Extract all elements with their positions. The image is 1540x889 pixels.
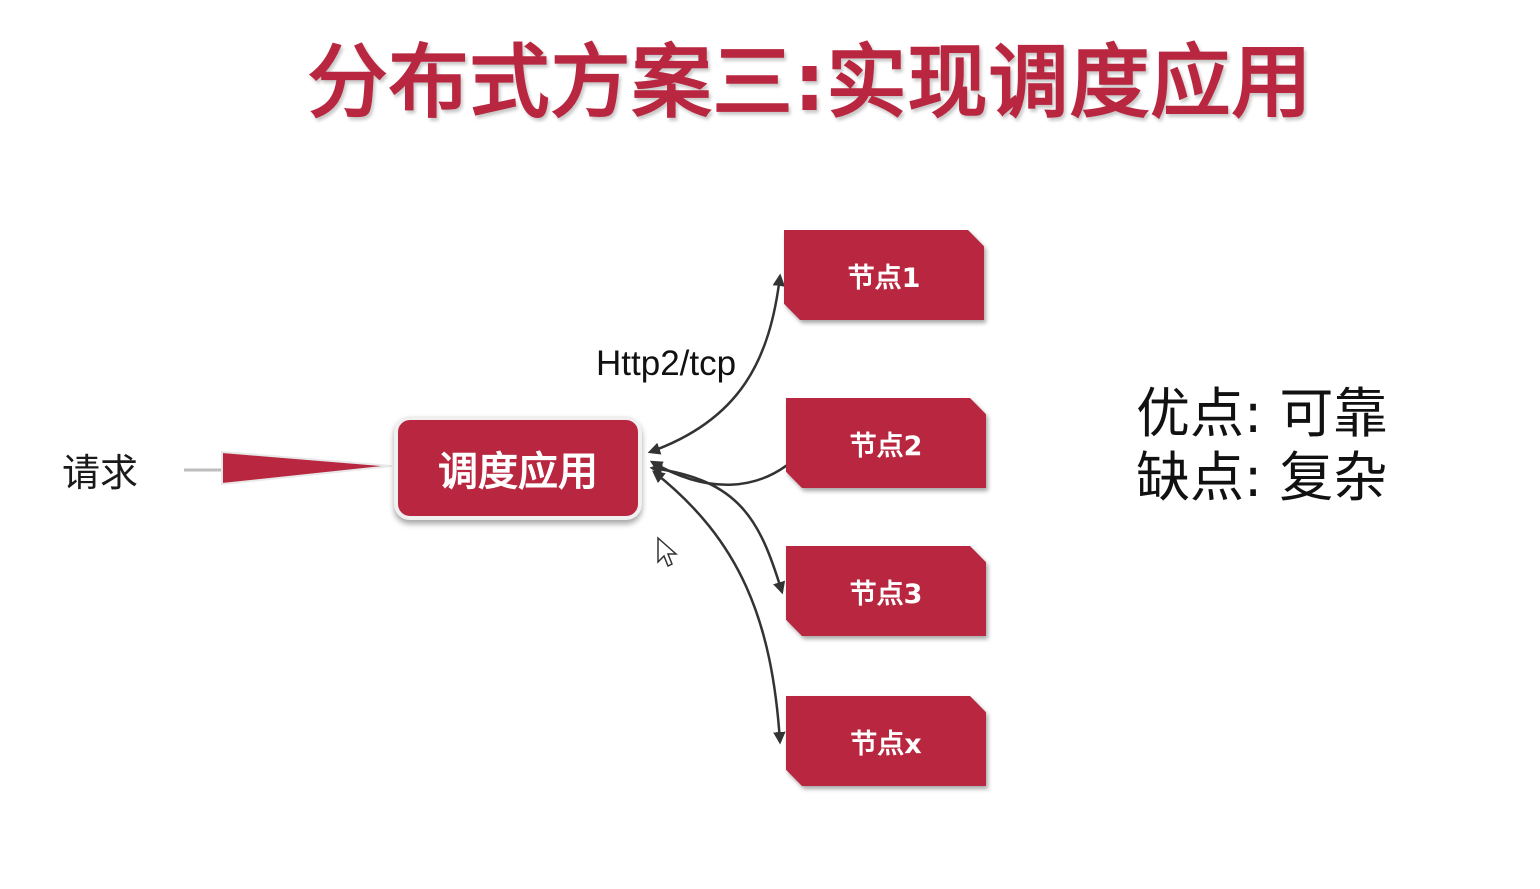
node-2-box: 节点2 (786, 398, 986, 488)
cons-text: 缺点: 复杂 (1136, 446, 1388, 509)
node-3-box: 节点3 (786, 546, 986, 636)
request-label: 请求 (62, 451, 139, 495)
pros-text: 优点: 可靠 (1136, 382, 1388, 445)
scheduler-box: 调度应用 (394, 416, 642, 520)
mouse-pointer-icon (657, 536, 678, 568)
connector-node-1 (647, 273, 786, 455)
request-arrow (221, 450, 393, 486)
node-x-box: 节点x (786, 696, 986, 786)
node-x-label: 节点x (786, 696, 986, 786)
node-3-label: 节点3 (786, 546, 986, 636)
connector-node-2 (649, 444, 810, 486)
pros-cons: 优点: 可靠 缺点: 复杂 (1136, 382, 1387, 510)
slide-title: 分布式方案三:实现调度应用 (307, 36, 1313, 129)
protocol-label: Http2/tcp (596, 344, 737, 383)
node-2-label: 节点2 (786, 398, 986, 488)
connector-node-x (652, 470, 786, 745)
node-1-box: 节点1 (784, 230, 984, 320)
node-1-label: 节点1 (784, 230, 984, 320)
